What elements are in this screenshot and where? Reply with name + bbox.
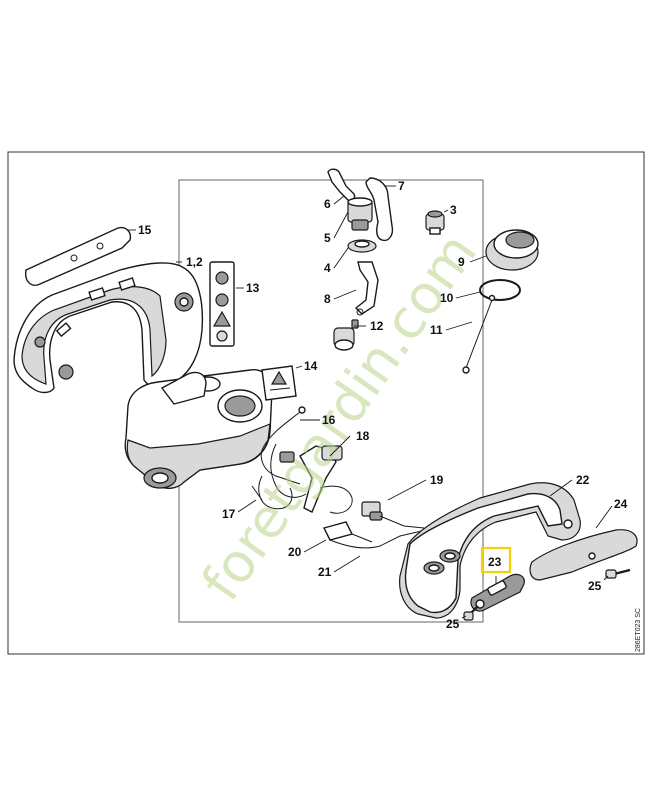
cover-24-part <box>529 529 638 581</box>
fuel-tank-part <box>124 369 273 489</box>
callout-9[interactable]: 9 <box>458 255 465 269</box>
fuel-line-8-part <box>354 261 379 316</box>
callout-16[interactable]: 16 <box>322 413 336 427</box>
callout-14[interactable]: 14 <box>304 359 318 373</box>
callout-1-2[interactable]: 1,2 <box>186 255 203 269</box>
callout-6[interactable]: 6 <box>324 197 331 211</box>
callout-5[interactable]: 5 <box>324 231 331 245</box>
wiring-17-part <box>251 475 293 510</box>
hose-7-part <box>365 177 394 242</box>
callout-12[interactable]: 12 <box>370 319 384 333</box>
decal-14-part <box>261 365 297 401</box>
callout-23[interactable]: 23 <box>488 555 502 569</box>
cover-15-part <box>25 226 132 286</box>
callout-8[interactable]: 8 <box>324 292 331 306</box>
callout-10[interactable]: 10 <box>440 291 454 305</box>
leader-lines <box>128 185 613 619</box>
outer-frame <box>7 151 645 655</box>
valve-12-part <box>333 319 359 351</box>
callout-25-right[interactable]: 25 <box>588 579 602 593</box>
decal-13-part <box>209 261 235 347</box>
callout-21[interactable]: 21 <box>318 565 332 579</box>
rod-11-part <box>462 294 496 374</box>
handle-22-part <box>399 482 581 619</box>
callout-3[interactable]: 3 <box>450 203 457 217</box>
callout-15[interactable]: 15 <box>138 223 152 237</box>
o-ring-10-part <box>479 279 521 301</box>
filter-5-part <box>347 197 373 231</box>
callout-18[interactable]: 18 <box>356 429 370 443</box>
bracket-20-part <box>322 521 354 541</box>
lever-18-part <box>279 445 343 513</box>
callout-11[interactable]: 11 <box>430 323 443 337</box>
callout-25-bottom[interactable]: 25 <box>446 617 460 631</box>
callout-13[interactable]: 13 <box>246 281 260 295</box>
highlight-box-23 <box>480 546 512 574</box>
callout-4[interactable]: 4 <box>324 261 331 275</box>
valve-3-part <box>425 210 445 235</box>
diagram-code: 286ET023 SC <box>635 608 642 652</box>
screw-25-bottom-part <box>463 605 479 621</box>
tank-cap-9-part <box>485 229 539 271</box>
elbow-6-part <box>327 168 356 202</box>
grommet-4-part <box>347 239 377 253</box>
callout-17[interactable]: 17 <box>222 507 236 521</box>
callout-20[interactable]: 20 <box>288 545 302 559</box>
switch-19-part <box>319 485 425 529</box>
screw-25-right-part <box>605 568 631 579</box>
callout-22[interactable]: 22 <box>576 473 590 487</box>
trigger-23-part <box>470 573 525 612</box>
handle-frame-part <box>13 262 204 394</box>
cable-21-part <box>329 529 427 549</box>
callout-7[interactable]: 7 <box>398 179 405 193</box>
callout-24[interactable]: 24 <box>614 497 628 511</box>
wiring-16-part <box>260 406 307 498</box>
callout-19[interactable]: 19 <box>430 473 444 487</box>
